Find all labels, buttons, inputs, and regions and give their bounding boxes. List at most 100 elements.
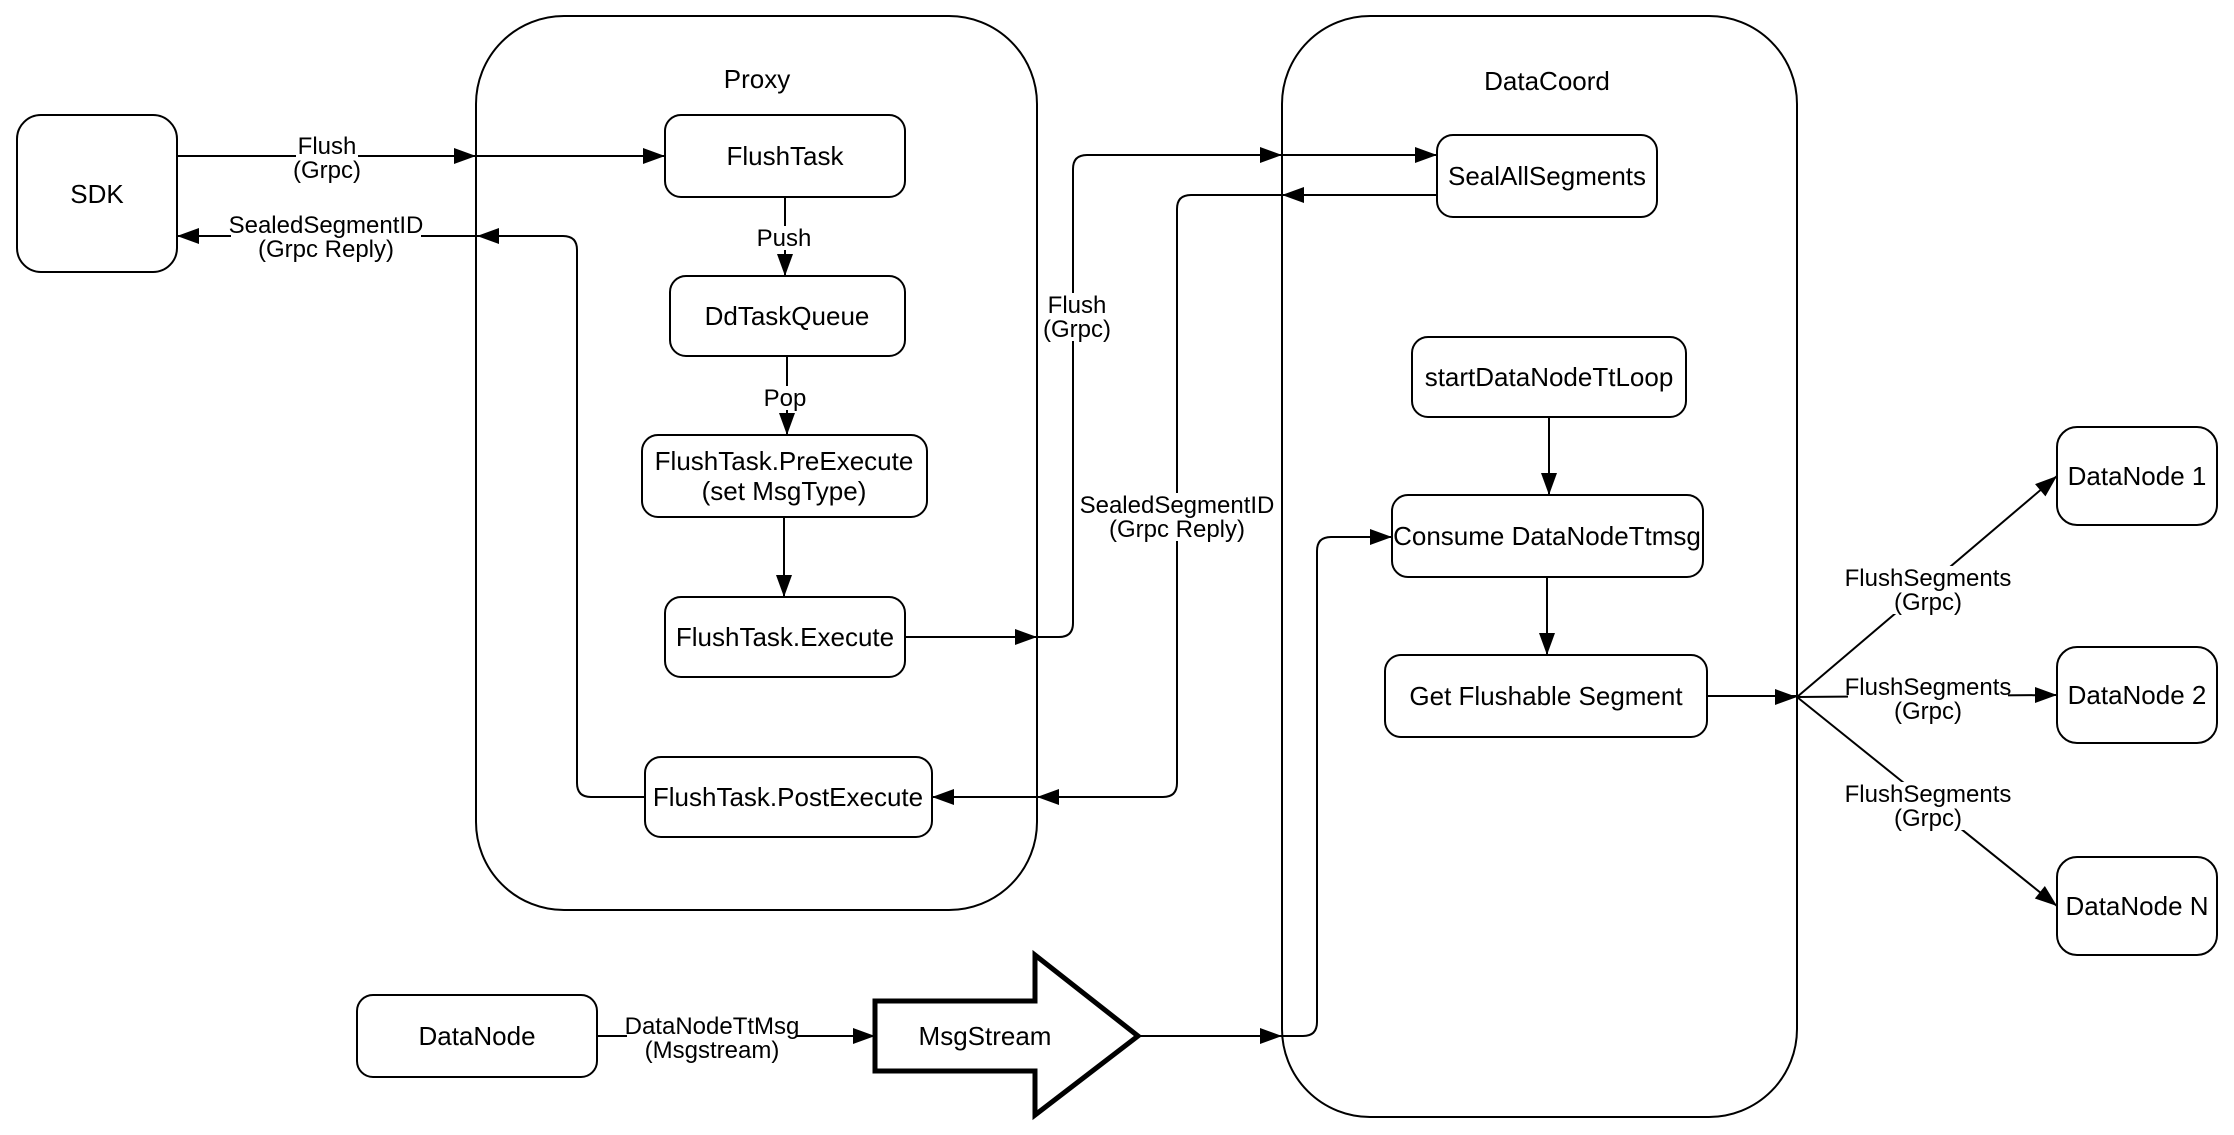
label-bg — [291, 158, 363, 182]
node-flushtask: FlushTask — [664, 114, 906, 198]
label-bg — [761, 386, 809, 410]
edge-label-sealedsegmentid-sdk: SealedSegmentID (Grpc Reply) — [229, 212, 424, 263]
label-line2: (Grpc) — [1894, 805, 1962, 832]
proxy-outline — [475, 15, 1038, 911]
edge-line — [1138, 536, 1392, 1037]
node-startdatanodettloop: startDataNodeTtLoop — [1411, 336, 1687, 418]
label-bg — [1848, 675, 2008, 699]
msgstream-block-arrow — [872, 949, 1143, 1121]
arrowhead — [643, 148, 665, 164]
node-box — [641, 434, 928, 518]
node-label: SealAllSegments — [1448, 161, 1646, 191]
edge-postexecute-to-sdk — [177, 228, 645, 798]
container-proxy: Proxy — [475, 15, 1038, 911]
node-datanode-n: DataNode N — [2056, 856, 2218, 956]
node-label: Consume DataNodeTtmsg — [1393, 521, 1701, 551]
edge-preexecute-to-execute — [776, 517, 792, 597]
label-line1: SealedSegmentID — [229, 212, 424, 239]
label-bg — [1892, 806, 1964, 830]
node-datanode-source: DataNode — [356, 994, 598, 1078]
node-label: DataNode — [418, 1021, 535, 1051]
label-bg — [627, 1014, 797, 1038]
arrowhead — [477, 228, 499, 244]
label-bg — [1041, 317, 1113, 341]
label-line2: (Msgstream) — [645, 1037, 780, 1064]
node-datanode-2: DataNode 2 — [2056, 646, 2218, 744]
arrowhead — [1539, 633, 1555, 655]
label-line1: SealedSegmentID — [1080, 492, 1275, 519]
node-box — [1391, 494, 1704, 578]
label-line1: Flush — [298, 133, 357, 160]
node-flushtask-execute: FlushTask.Execute — [664, 596, 906, 678]
label-push: Push — [757, 225, 812, 252]
label-line1: DataNodeTtMsg — [625, 1013, 800, 1040]
node-box — [1384, 654, 1708, 738]
edge-label-push: Push — [754, 225, 814, 252]
arrowhead — [853, 1028, 875, 1044]
node-flushtask-postexecute: FlushTask.PostExecute — [644, 756, 933, 838]
arrowhead — [1370, 529, 1392, 545]
label-bg — [231, 213, 421, 237]
edge-getflushable-to-fanpoint — [1707, 689, 1797, 705]
node-label: startDataNodeTtLoop — [1425, 362, 1674, 392]
arrowhead — [1015, 629, 1037, 645]
node-label: FlushTask.PostExecute — [653, 782, 923, 812]
edge-label-sealedsegmentid-mid: SealedSegmentID (Grpc Reply) — [1080, 492, 1275, 543]
label-bg — [1848, 782, 2008, 806]
label-bg — [1848, 566, 2008, 590]
edge-label-flushsegments-3: FlushSegments (Grpc) — [1845, 781, 2012, 832]
edge-startloop-to-consume — [1541, 417, 1557, 495]
label-line2: (Grpc) — [293, 157, 361, 184]
edge-label-flushsegments-2: FlushSegments (Grpc) — [1845, 674, 2012, 725]
edge-msgstream-to-consume — [1138, 529, 1392, 1044]
node-box — [664, 114, 906, 198]
proxy-title: Proxy — [724, 64, 790, 94]
node-label: DataNode N — [2065, 891, 2208, 921]
label-line2: (Grpc Reply) — [1109, 516, 1245, 543]
arrowhead — [177, 228, 199, 244]
datacoord-title: DataCoord — [1484, 66, 1610, 96]
label-bg — [754, 226, 814, 250]
node-box — [1436, 134, 1658, 218]
arrowhead — [2035, 687, 2057, 703]
node-label: MsgStream — [919, 1021, 1052, 1051]
label-bg — [1110, 517, 1244, 541]
node-box — [669, 275, 906, 357]
node-label-line1: FlushTask.PreExecute — [655, 446, 914, 476]
arrowhead — [1037, 789, 1059, 805]
edge-line — [905, 154, 1437, 638]
label-line2: (Grpc) — [1894, 698, 1962, 725]
node-label: DataNode 2 — [2068, 680, 2207, 710]
node-box — [664, 596, 906, 678]
node-box — [2056, 856, 2218, 956]
arrowhead — [2034, 885, 2057, 906]
node-label: Get Flushable Segment — [1409, 681, 1683, 711]
arrowhead — [777, 254, 793, 276]
label-line1: FlushSegments — [1845, 674, 2012, 701]
label-line2: (Grpc) — [1894, 589, 1962, 616]
label-bg — [1892, 590, 1964, 614]
label-bg — [1082, 493, 1272, 517]
edge-label-datanodettmsg: DataNodeTtMsg (Msgstream) — [625, 1013, 800, 1064]
arrowhead — [454, 148, 476, 164]
node-sealallsegments: SealAllSegments — [1436, 134, 1658, 218]
arrowhead — [1775, 689, 1797, 705]
edge-sdk-to-flushtask — [177, 148, 665, 164]
node-label: DataNode 1 — [2068, 461, 2207, 491]
node-label: SDK — [70, 179, 124, 209]
arrowhead — [2035, 476, 2057, 497]
arrowhead — [1282, 187, 1304, 203]
arrowhead — [1260, 147, 1282, 163]
label-line1: Flush — [1048, 292, 1107, 319]
label-line2: (Grpc Reply) — [258, 236, 394, 263]
node-box — [644, 756, 933, 838]
node-datanode-1: DataNode 1 — [2056, 426, 2218, 526]
arrowhead — [932, 789, 954, 805]
label-bg — [259, 237, 393, 261]
node-flushtask-preexecute: FlushTask.PreExecute (set MsgType) — [641, 434, 928, 518]
node-box — [1411, 336, 1687, 418]
label-bg — [642, 1038, 782, 1062]
label-bg — [1046, 293, 1108, 317]
label-bg — [1892, 699, 1964, 723]
